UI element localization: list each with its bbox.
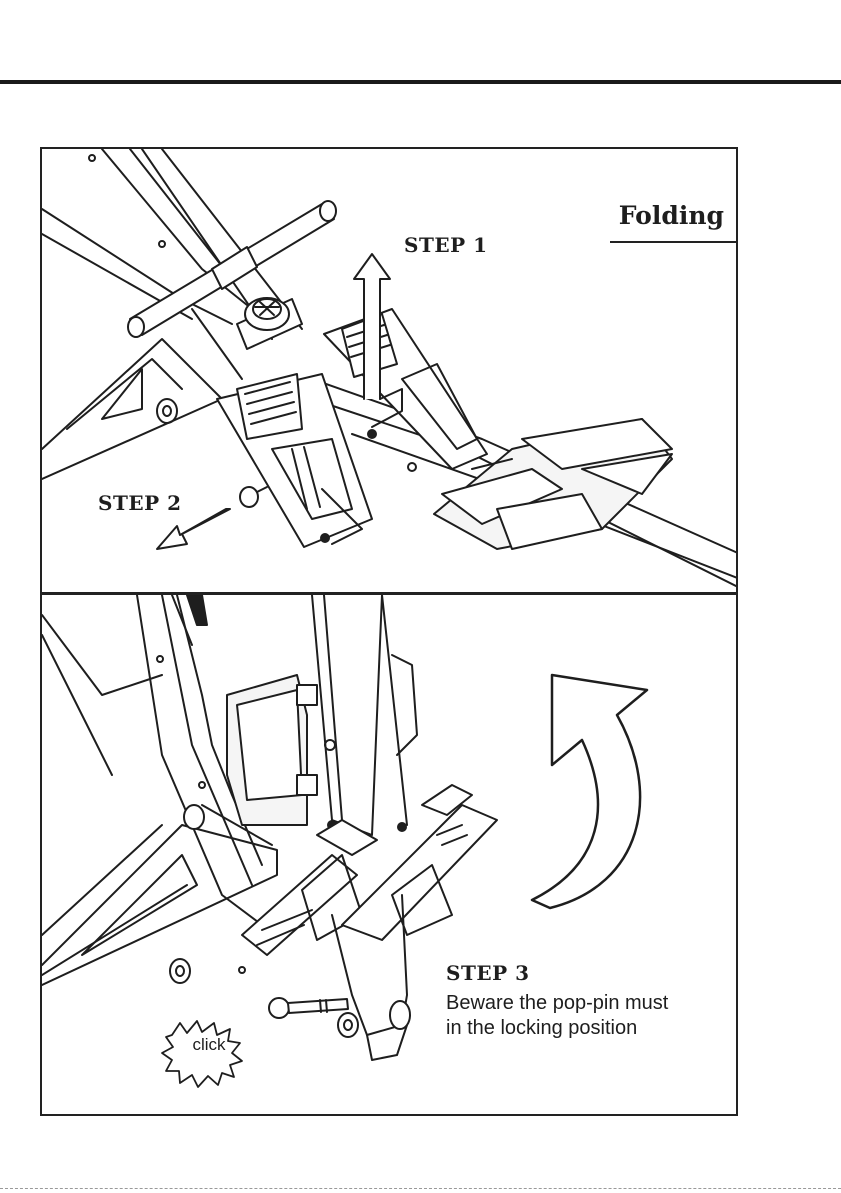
pop-pin-icon bbox=[240, 487, 267, 507]
pop-pin-icon bbox=[269, 998, 348, 1018]
pop-pin-warning: Beware the pop-pin must in the locking p… bbox=[446, 991, 736, 1041]
right-footrest-icon bbox=[324, 309, 487, 469]
step-1-label: STEP 1 bbox=[404, 233, 488, 257]
page-bottom-rule bbox=[0, 1188, 841, 1189]
handlebar-icon bbox=[128, 201, 336, 379]
click-label: click bbox=[180, 1035, 238, 1055]
side-frame bbox=[42, 339, 222, 479]
folding-step-1-2-panel: Folding STEP 1 STEP 2 bbox=[40, 147, 738, 594]
step-3-label: STEP 3 bbox=[446, 961, 530, 985]
down-left-arrow-icon bbox=[157, 509, 230, 549]
section-title: Folding bbox=[619, 201, 724, 230]
header-rule bbox=[0, 80, 841, 84]
left-footrest-icon bbox=[217, 374, 372, 547]
folding-step-3-panel: STEP 3 Beware the pop-pin must in the lo… bbox=[40, 593, 738, 1116]
warning-line-1: Beware the pop-pin must bbox=[446, 991, 736, 1016]
folded-seat-icon bbox=[227, 675, 307, 825]
base-frame bbox=[42, 805, 277, 985]
warning-line-2: in the locking position bbox=[446, 1016, 736, 1041]
step-2-label: STEP 2 bbox=[98, 491, 182, 515]
curved-up-arrow-icon bbox=[532, 675, 647, 908]
upright-rail bbox=[297, 595, 417, 835]
section-title-rule bbox=[610, 241, 736, 243]
